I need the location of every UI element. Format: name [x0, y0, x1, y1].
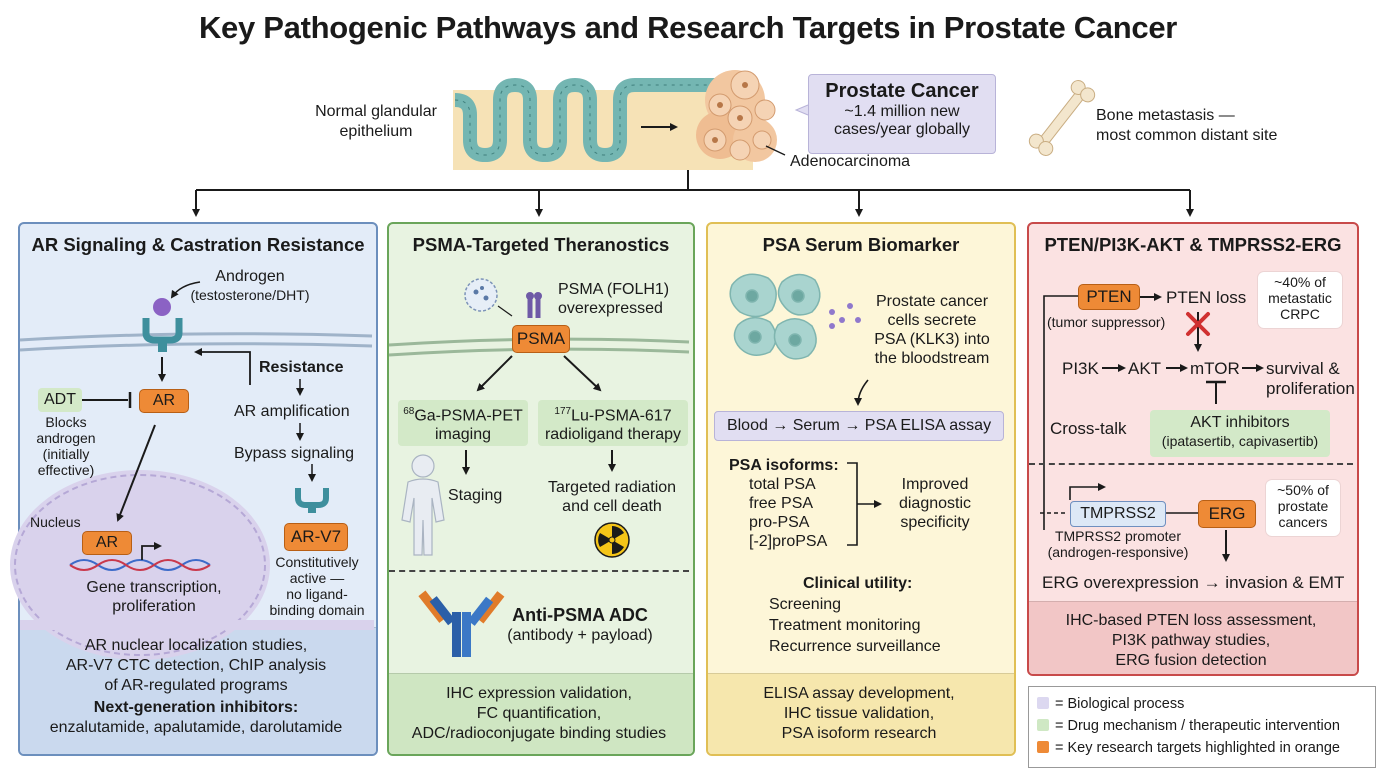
cell-cluster-icon: [729, 273, 821, 360]
ar-amplification-label: AR amplification: [234, 403, 350, 420]
resistance-label: Resistance: [259, 359, 344, 376]
cancer-cell-icon: [464, 278, 498, 312]
ga-psma-pet-box: 68Ga-PSMA-PET imaging: [398, 400, 528, 446]
panel-psa-footer-text: ELISA assay development, IHC tissue vali…: [763, 685, 955, 742]
lu-psma-617-box: 177Lu-PSMA-617 radioligand therapy: [538, 400, 688, 446]
bone-icon: [1028, 80, 1096, 156]
psma-divider: [389, 570, 689, 572]
tmprss2-promoter-label: TMPRSS2 promoter(androgen-responsive): [1047, 528, 1189, 560]
panel-psma-footer: [389, 673, 693, 754]
panel-psma-title: PSMA-Targeted Theranostics: [412, 234, 670, 255]
ar-membrane-box: AR: [139, 389, 189, 413]
legend-item-drug: = Drug mechanism / therapeutic intervent…: [1037, 717, 1340, 735]
tumor-cells-illustration: [696, 70, 777, 162]
pi3k-label: PI3K: [1062, 359, 1099, 378]
mtor-label: mTOR: [1190, 359, 1240, 378]
cross-talk-label: Cross-talk: [1050, 419, 1127, 438]
panel-pten-footer: [1029, 601, 1357, 674]
psma-box: PSMA: [512, 325, 570, 353]
panel-pten-footer-text: IHC-based PTEN loss assessment, PI3K pat…: [1065, 612, 1317, 669]
inhibition-x-icon: [1186, 312, 1210, 336]
nucleus-label: Nucleus: [30, 514, 81, 530]
legend-swatch: [1037, 719, 1049, 731]
nucleus-illustration: [10, 470, 374, 660]
clinical-utility-list: Clinical utility: Screening Treatment mo…: [769, 575, 941, 655]
arv7-receptor-icon: [295, 488, 329, 513]
bypass-signaling-label: Bypass signaling: [234, 445, 355, 462]
panel-psma-footer-text: IHC expression validation, FC quantifica…: [411, 685, 667, 742]
legend-swatch: [1037, 741, 1049, 753]
psa-isoforms-list: PSA isoforms: total PSA free PSA pro-PSA…: [729, 457, 839, 550]
pten-loss-label: PTEN loss: [1166, 288, 1247, 307]
anti-psma-adc-label: Anti-PSMA ADC (antibody + payload): [507, 605, 653, 644]
survival-proliferation-label: survival &proliferation: [1266, 359, 1355, 398]
panel-ar-title: AR Signaling & Castration Resistance: [31, 234, 365, 255]
panel-psa-footer: [708, 673, 1014, 754]
tmprss2-box: TMPRSS2: [1070, 501, 1166, 527]
gene-transcription-label: Gene transcription,proliferation: [86, 579, 222, 615]
prostate-cancer-box: Prostate Cancer ~1.4 million new cases/y…: [808, 74, 996, 154]
akt-label: AKT: [1128, 359, 1162, 378]
tumor-suppressor-label: (tumor suppressor): [1047, 314, 1166, 330]
psma-receptor-icon: [526, 292, 542, 318]
erg-box: ERG: [1198, 500, 1256, 528]
receptor-icon: [142, 318, 183, 352]
adt-box: ADT: [38, 388, 82, 412]
androgen-label: Androgen (testosterone/DHT): [190, 268, 310, 303]
pten-erg-divider: [1029, 463, 1353, 465]
androgen-molecule-icon: [153, 298, 171, 316]
bone-metastasis-label: Bone metastasis —most common distant sit…: [1096, 107, 1278, 144]
page-title: Key Pathogenic Pathways and Research Tar…: [198, 10, 1178, 45]
staging-label: Staging: [448, 487, 503, 504]
erg-overexpression-label: ERG overexpression → invasion & EMT: [1042, 573, 1345, 592]
panel-psa-title: PSA Serum Biomarker: [762, 234, 960, 255]
psa-elisa-assay-box: Blood → Serum → PSA ELISA assay: [714, 411, 1004, 441]
arv7-box: AR-V7: [284, 523, 348, 551]
ar-nuclear-box: AR: [82, 531, 132, 555]
dna-icon: [69, 559, 211, 571]
akt-inhibitors-box: AKT inhibitors (ipatasertib, capivaserti…: [1150, 410, 1330, 457]
legend-swatch: [1037, 697, 1049, 709]
panel-pten-title: PTEN/PI3K-AKT & TMPRSS2-ERG: [1044, 234, 1342, 255]
panel-ar-footer-text: AR nuclear localization studies, AR-V7 C…: [49, 637, 343, 736]
pten-box: PTEN: [1078, 284, 1140, 310]
radiation-icon: [594, 522, 630, 558]
legend-item-target: = Key research targets highlighted in or…: [1037, 739, 1340, 757]
promoter-arrow-icon: [1069, 483, 1106, 500]
adenocarcinoma-label: Adenocarcinoma: [790, 153, 911, 170]
psma-folh1-label: PSMA (FOLH1)overexpressed: [558, 281, 670, 317]
intestine-gland-illustration: [453, 78, 753, 170]
antibody-icon: [418, 590, 505, 657]
legend: = Biological process = Drug mechanism / …: [1028, 686, 1376, 768]
human-silhouette-icon: [401, 454, 445, 556]
legend-item-biological: = Biological process: [1037, 695, 1184, 713]
